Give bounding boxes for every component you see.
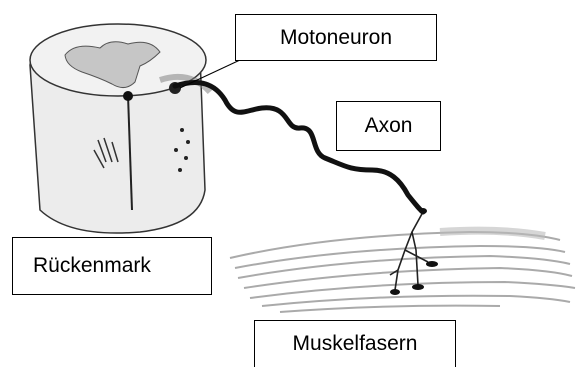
label-rueckenmark: Rückenmark: [12, 237, 212, 295]
muscle-fibers-drawing: [230, 232, 575, 312]
label-axon: Axon: [336, 101, 441, 151]
label-motoneuron: Motoneuron: [235, 14, 437, 61]
spinal-cord-drawing: [30, 24, 210, 233]
motor-endplates: [390, 212, 428, 290]
label-muskelfasern: Muskelfasern: [254, 320, 456, 367]
